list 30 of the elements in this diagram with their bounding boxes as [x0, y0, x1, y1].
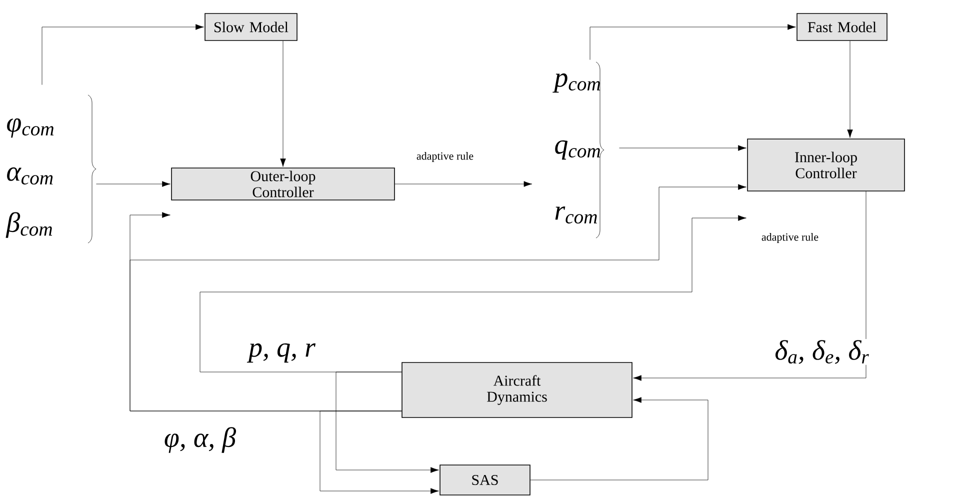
- command-symbol: φ$_{com}$: [7, 118, 54, 138]
- model-box: Slow Model: [204, 13, 298, 41]
- command-symbol: q$_{com}$: [555, 140, 600, 160]
- edge-label: adaptive rule: [415, 151, 475, 163]
- arrow: [530, 397, 708, 480]
- dynamics-box: Aircraft Dynamics: [402, 362, 632, 418]
- controller-box: Inner-loop Controller: [747, 138, 905, 192]
- arrow: [96, 181, 170, 187]
- arrow: [394, 181, 532, 187]
- arrow: [42, 24, 204, 85]
- arrow: [847, 40, 853, 138]
- edge-label: φ, α, β: [162, 426, 238, 454]
- edge-label: p, q, r: [246, 342, 316, 364]
- arrow: [130, 184, 746, 412]
- arrow: [619, 145, 746, 151]
- model-box: Fast Model: [796, 13, 888, 41]
- command-symbol: p$_{com}$: [552, 73, 600, 93]
- controller-box: Outer-loop Controller: [171, 168, 395, 200]
- arrow: [590, 24, 796, 60]
- command-symbol: r$_{com}$: [555, 206, 597, 224]
- arrow: [633, 191, 866, 381]
- arrow: [336, 372, 439, 473]
- command-symbol: α$_{com}$: [7, 167, 53, 185]
- command-symbol: β$_{com}$: [6, 212, 52, 238]
- annotation: adaptive rule: [762, 233, 818, 243]
- arrow: [280, 40, 286, 167]
- arrow: [320, 410, 439, 494]
- sas-box: SAS: [440, 464, 530, 496]
- edge-label: δ$_{a}$, δ$_{e}$, δ$_{r}$: [774, 339, 870, 365]
- arrow: [200, 215, 746, 372]
